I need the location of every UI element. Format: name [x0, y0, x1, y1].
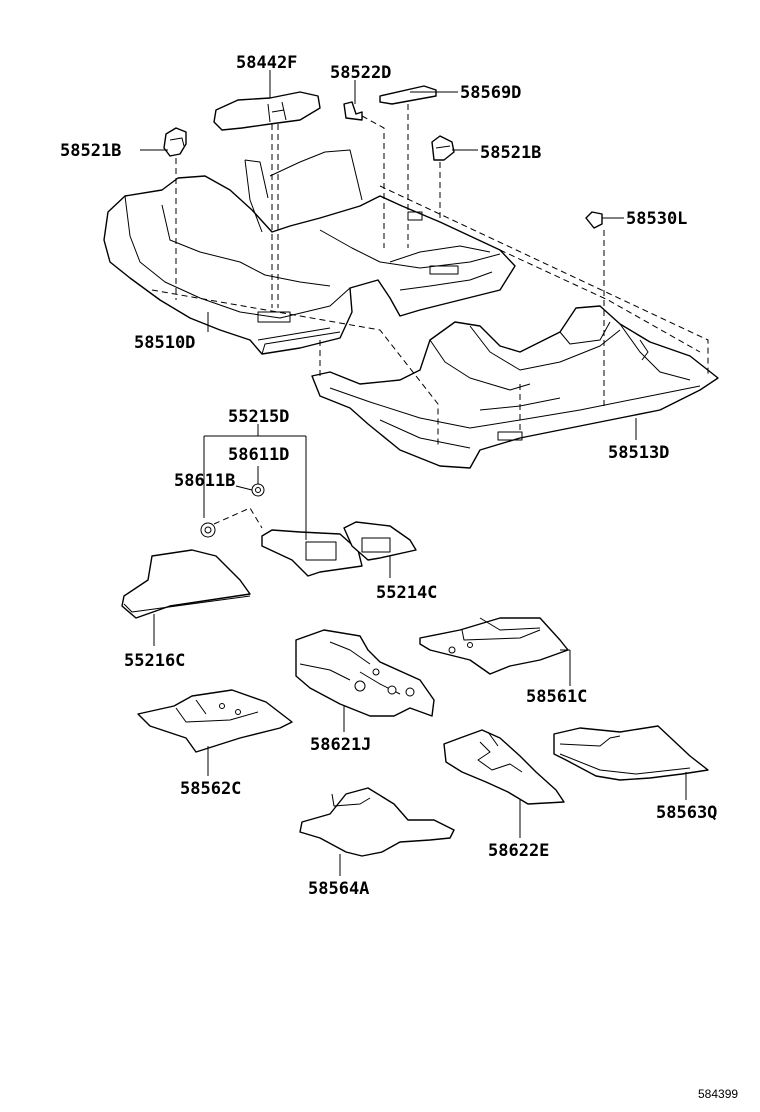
label-55215D: 55215D	[228, 407, 289, 427]
label-58521B-right: 58521B	[480, 143, 541, 163]
label-58521B-left: 58521B	[60, 141, 121, 161]
label-58442F: 58442F	[236, 53, 297, 73]
label-58621J: 58621J	[310, 735, 371, 755]
assembly-lines	[151, 104, 709, 529]
leader-lines	[140, 70, 687, 876]
label-58563Q: 58563Q	[656, 803, 717, 823]
label-58562C: 58562C	[180, 779, 241, 799]
label-58510D: 58510D	[134, 333, 195, 353]
front-floor-carpet-drawing	[103, 149, 516, 355]
label-58564A: 58564A	[308, 879, 369, 899]
label-58522D: 58522D	[330, 63, 391, 83]
label-58611D: 58611D	[228, 445, 289, 465]
label-58622E: 58622E	[488, 841, 549, 861]
label-58513D: 58513D	[608, 443, 669, 463]
label-58530L: 58530L	[626, 209, 687, 229]
rear-floor-carpet-drawing	[311, 305, 719, 469]
diagram-reference-number: 584399	[698, 1087, 738, 1101]
label-58611B: 58611B	[174, 471, 235, 491]
mats-drawing	[121, 483, 709, 857]
label-55216C: 55216C	[124, 651, 185, 671]
label-58561C: 58561C	[526, 687, 587, 707]
label-55214C: 55214C	[376, 583, 437, 603]
label-58569D: 58569D	[460, 83, 521, 103]
part-labels: 58442F 58522D 58569D 58521B 58521B 58530…	[60, 53, 738, 1101]
small-parts-drawing	[163, 85, 603, 229]
